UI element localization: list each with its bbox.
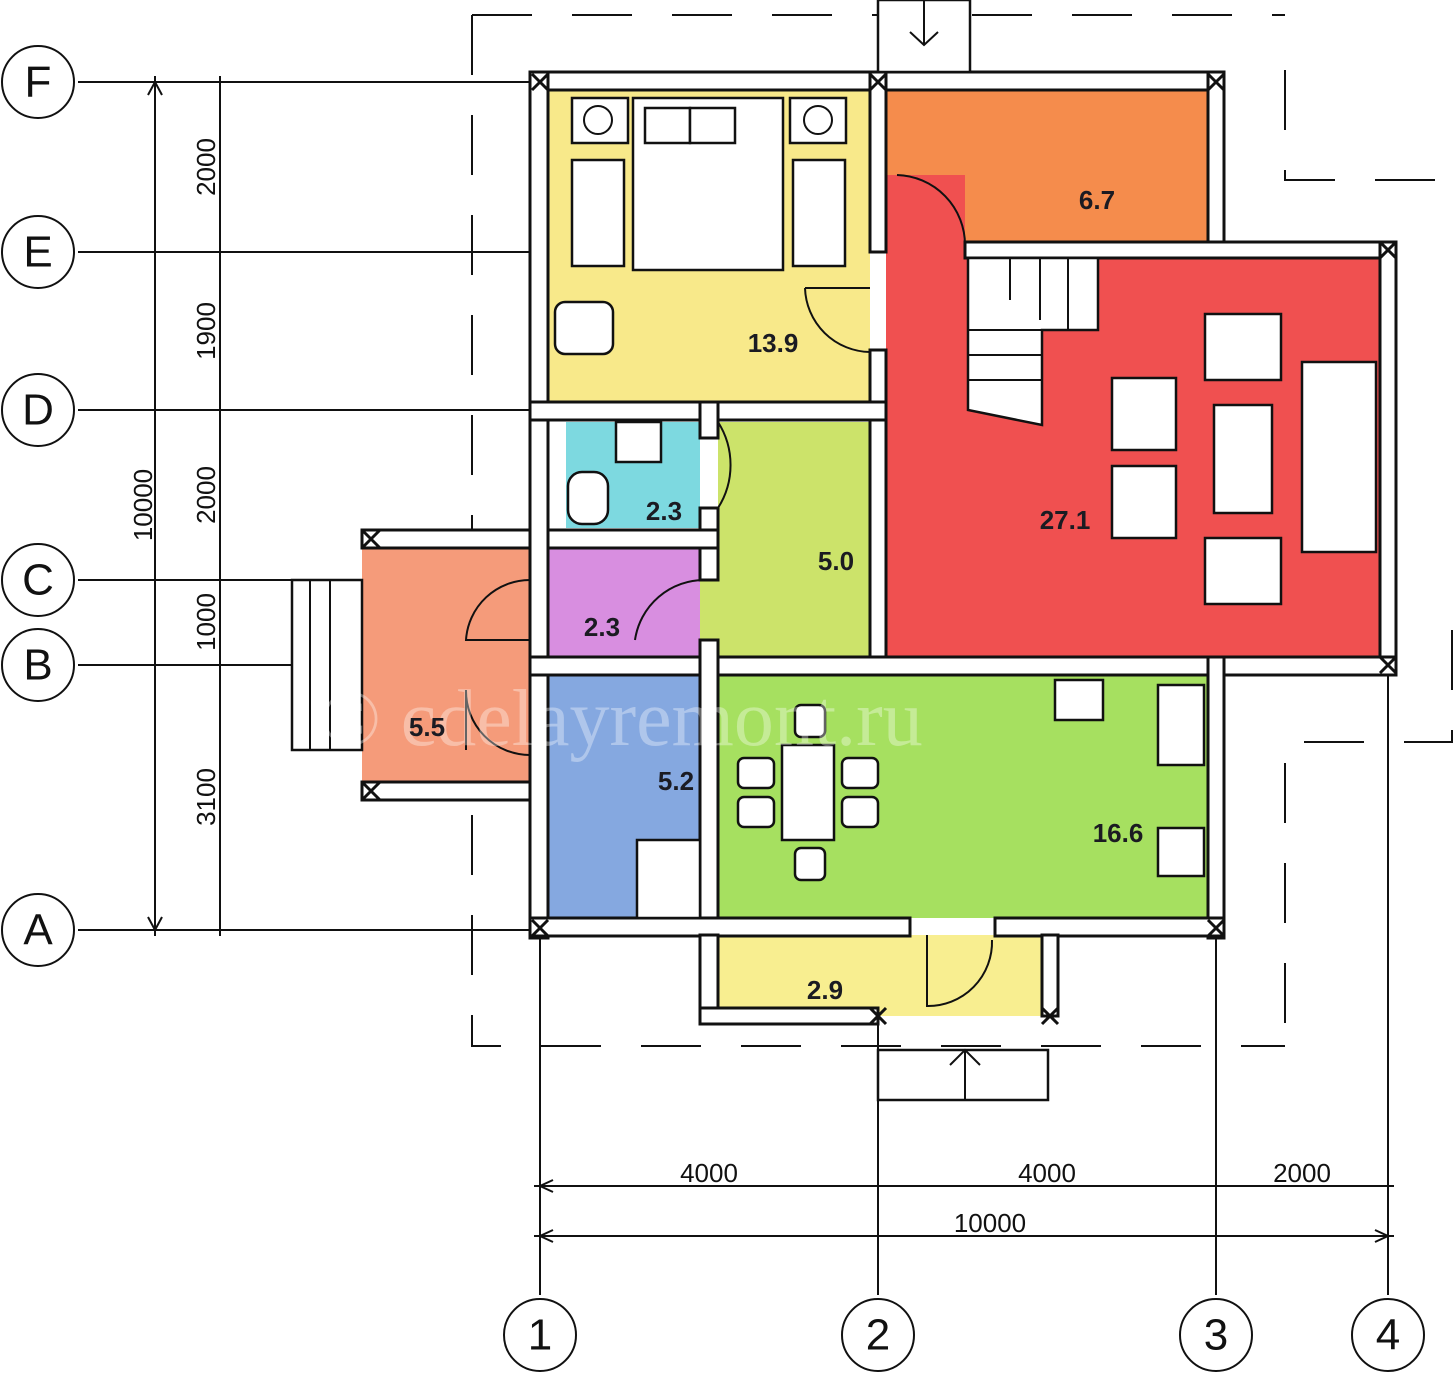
dim-segment: 3100 <box>191 768 221 826</box>
room-front-porch <box>718 935 1042 1016</box>
dim-total-vertical: 10000 <box>128 469 158 541</box>
horizontal-dimensions: 4000 4000 2000 10000 <box>534 1158 1394 1243</box>
room-area-boiler: 5.2 <box>658 766 694 796</box>
axis-4: 4 <box>1376 1311 1400 1360</box>
wardrobe-icon <box>570 158 626 268</box>
dim-total-horizontal: 10000 <box>954 1208 1026 1238</box>
furniture <box>553 96 1378 920</box>
axis-2: 2 <box>866 1311 890 1360</box>
dim-segment: 2000 <box>191 138 221 196</box>
axis-c: C <box>22 556 54 605</box>
toilet-icon <box>566 470 610 526</box>
kitchen-sink-icon <box>1156 683 1206 767</box>
room-area-storage: 6.7 <box>1079 185 1115 215</box>
chair-icon <box>553 300 615 356</box>
sink-icon <box>614 420 663 464</box>
room-area-hall: 5.0 <box>818 546 854 576</box>
dim-segment: 1900 <box>191 302 221 360</box>
room-area-side-porch: 5.5 <box>409 712 445 742</box>
column-axis-markers: 1 2 3 4 <box>503 1298 1425 1372</box>
armchair-icon <box>1203 312 1283 382</box>
row-axis-markers: F E D C B A <box>1 45 75 967</box>
room-area-labels: 13.9 6.7 27.1 2.3 5.0 2.3 5.5 5.2 16.6 2… <box>409 185 1143 1005</box>
room-area-front-porch: 2.9 <box>807 975 843 1005</box>
axis-1: 1 <box>528 1311 552 1360</box>
axis-d: D <box>22 386 54 435</box>
coffee-table-icon <box>1212 403 1274 515</box>
axis-b: B <box>23 641 52 690</box>
room-area-vestibule: 2.3 <box>584 612 620 642</box>
dim-segment: 2000 <box>1273 1158 1331 1188</box>
walls <box>360 70 1398 1026</box>
stove-icon <box>1156 826 1206 878</box>
room-vestibule <box>540 548 700 657</box>
doors <box>464 174 994 1008</box>
room-area-bathroom: 2.3 <box>646 496 682 526</box>
watermark: © cdelayremont.ru <box>320 675 923 763</box>
axis-f: F <box>25 58 52 107</box>
dim-segment: 1000 <box>191 593 221 651</box>
room-area-living: 27.1 <box>1040 505 1091 535</box>
room-storage <box>886 82 1208 242</box>
vertical-dimensions: 10000 2000 1900 2000 1000 3100 <box>128 76 221 936</box>
dim-segment: 4000 <box>1018 1158 1076 1188</box>
sofa-icon <box>1300 360 1378 554</box>
room-area-bedroom: 13.9 <box>748 328 799 358</box>
nightstand-icon <box>570 96 630 145</box>
stairs <box>290 0 1100 1102</box>
boiler-icon <box>635 838 702 920</box>
axis-3: 3 <box>1204 1311 1228 1360</box>
room-area-kitchen: 16.6 <box>1093 818 1144 848</box>
axis-a: A <box>23 906 53 955</box>
axis-e: E <box>23 228 52 277</box>
dim-segment: 4000 <box>680 1158 738 1188</box>
dim-segment: 2000 <box>191 466 221 524</box>
dining-table-icon <box>780 743 836 842</box>
column-markers <box>360 72 1398 1026</box>
